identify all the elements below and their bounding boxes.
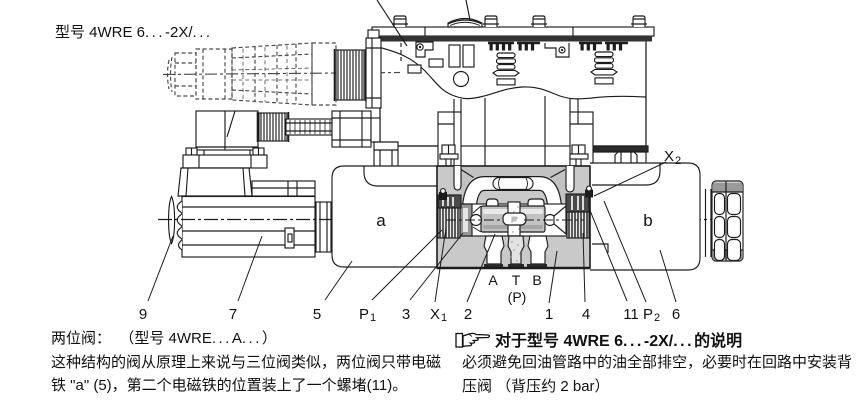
svg-text:(P): (P) (508, 289, 527, 305)
svg-text:4: 4 (582, 306, 590, 323)
svg-text:a: a (376, 211, 386, 230)
svg-text:1: 1 (370, 312, 376, 324)
svg-text:P: P (643, 306, 653, 323)
svg-text:A: A (488, 272, 498, 288)
svg-text:11: 11 (623, 306, 639, 323)
svg-text:1: 1 (545, 306, 553, 323)
svg-text:1: 1 (441, 312, 447, 324)
svg-text:7: 7 (229, 306, 237, 323)
svg-text:6: 6 (672, 306, 680, 323)
svg-text:2: 2 (675, 155, 681, 167)
svg-text:X: X (664, 148, 674, 165)
svg-text:P: P (359, 306, 369, 323)
svg-text:T: T (512, 272, 521, 288)
svg-text:X: X (430, 306, 440, 323)
svg-text:2: 2 (654, 312, 660, 324)
svg-text:B: B (532, 272, 541, 288)
svg-text:2: 2 (464, 306, 472, 323)
svg-text:3: 3 (402, 306, 410, 323)
svg-text:9: 9 (139, 306, 147, 323)
svg-text:b: b (643, 211, 652, 230)
svg-text:5: 5 (313, 306, 321, 323)
